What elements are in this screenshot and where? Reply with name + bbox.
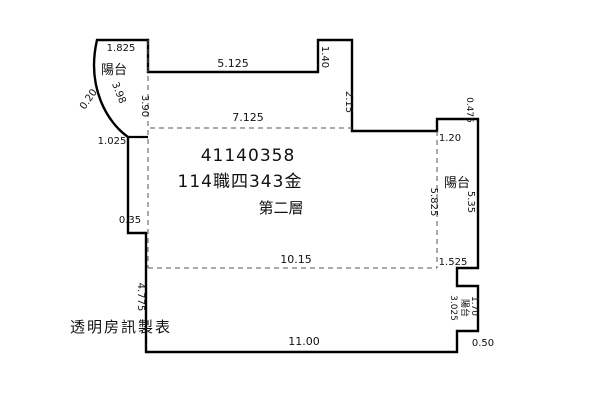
dim-interior-right-height: 5.825 [428, 188, 439, 217]
dim-left-upper: 1.025 [98, 136, 127, 147]
balcony-right-label: 陽台 [444, 176, 470, 191]
floor-label: 第二層 [258, 199, 303, 217]
balcony-top-label: 陽台 [101, 63, 127, 78]
dim-right-top-height: 0.475 [464, 97, 474, 123]
dim-right-balcony-height: 5.35 [465, 191, 476, 213]
balcony-bottom-label: 陽台 [459, 299, 471, 317]
unit-label: 114職四343金 [178, 172, 303, 192]
dim-top-notch-height: 1.40 [319, 46, 330, 68]
dim-balcony-top-depth: 3.90 [139, 95, 150, 117]
dim-bottom-right-wall-height: 3.025 [448, 295, 458, 321]
dim-right-balcony-bottom-width: 1.525 [439, 257, 468, 268]
dim-left-lower-height: 4.775 [135, 283, 146, 312]
dim-balcony-top-width: 1.825 [107, 43, 136, 54]
dim-left-mid: 0.35 [119, 215, 141, 226]
dim-bottom-right-width: 0.50 [472, 338, 494, 349]
floor-plan-outline [92, 38, 480, 354]
dim-bottom-balcony-height: 1.70 [469, 296, 479, 316]
dim-interior-width: 10.15 [280, 253, 312, 266]
dim-upper-interior-width: 7.125 [232, 111, 264, 124]
unit-number: 41140358 [201, 146, 296, 166]
dim-curve-length: 3.98 [109, 81, 128, 106]
watermark: 透明房訊製表 [70, 318, 172, 336]
dim-top-right-height: 2.15 [343, 91, 354, 113]
dim-right-top-width: 1.20 [439, 133, 461, 144]
dim-top-edge-width: 5.125 [217, 57, 249, 70]
dim-bottom-width: 11.00 [288, 335, 320, 348]
